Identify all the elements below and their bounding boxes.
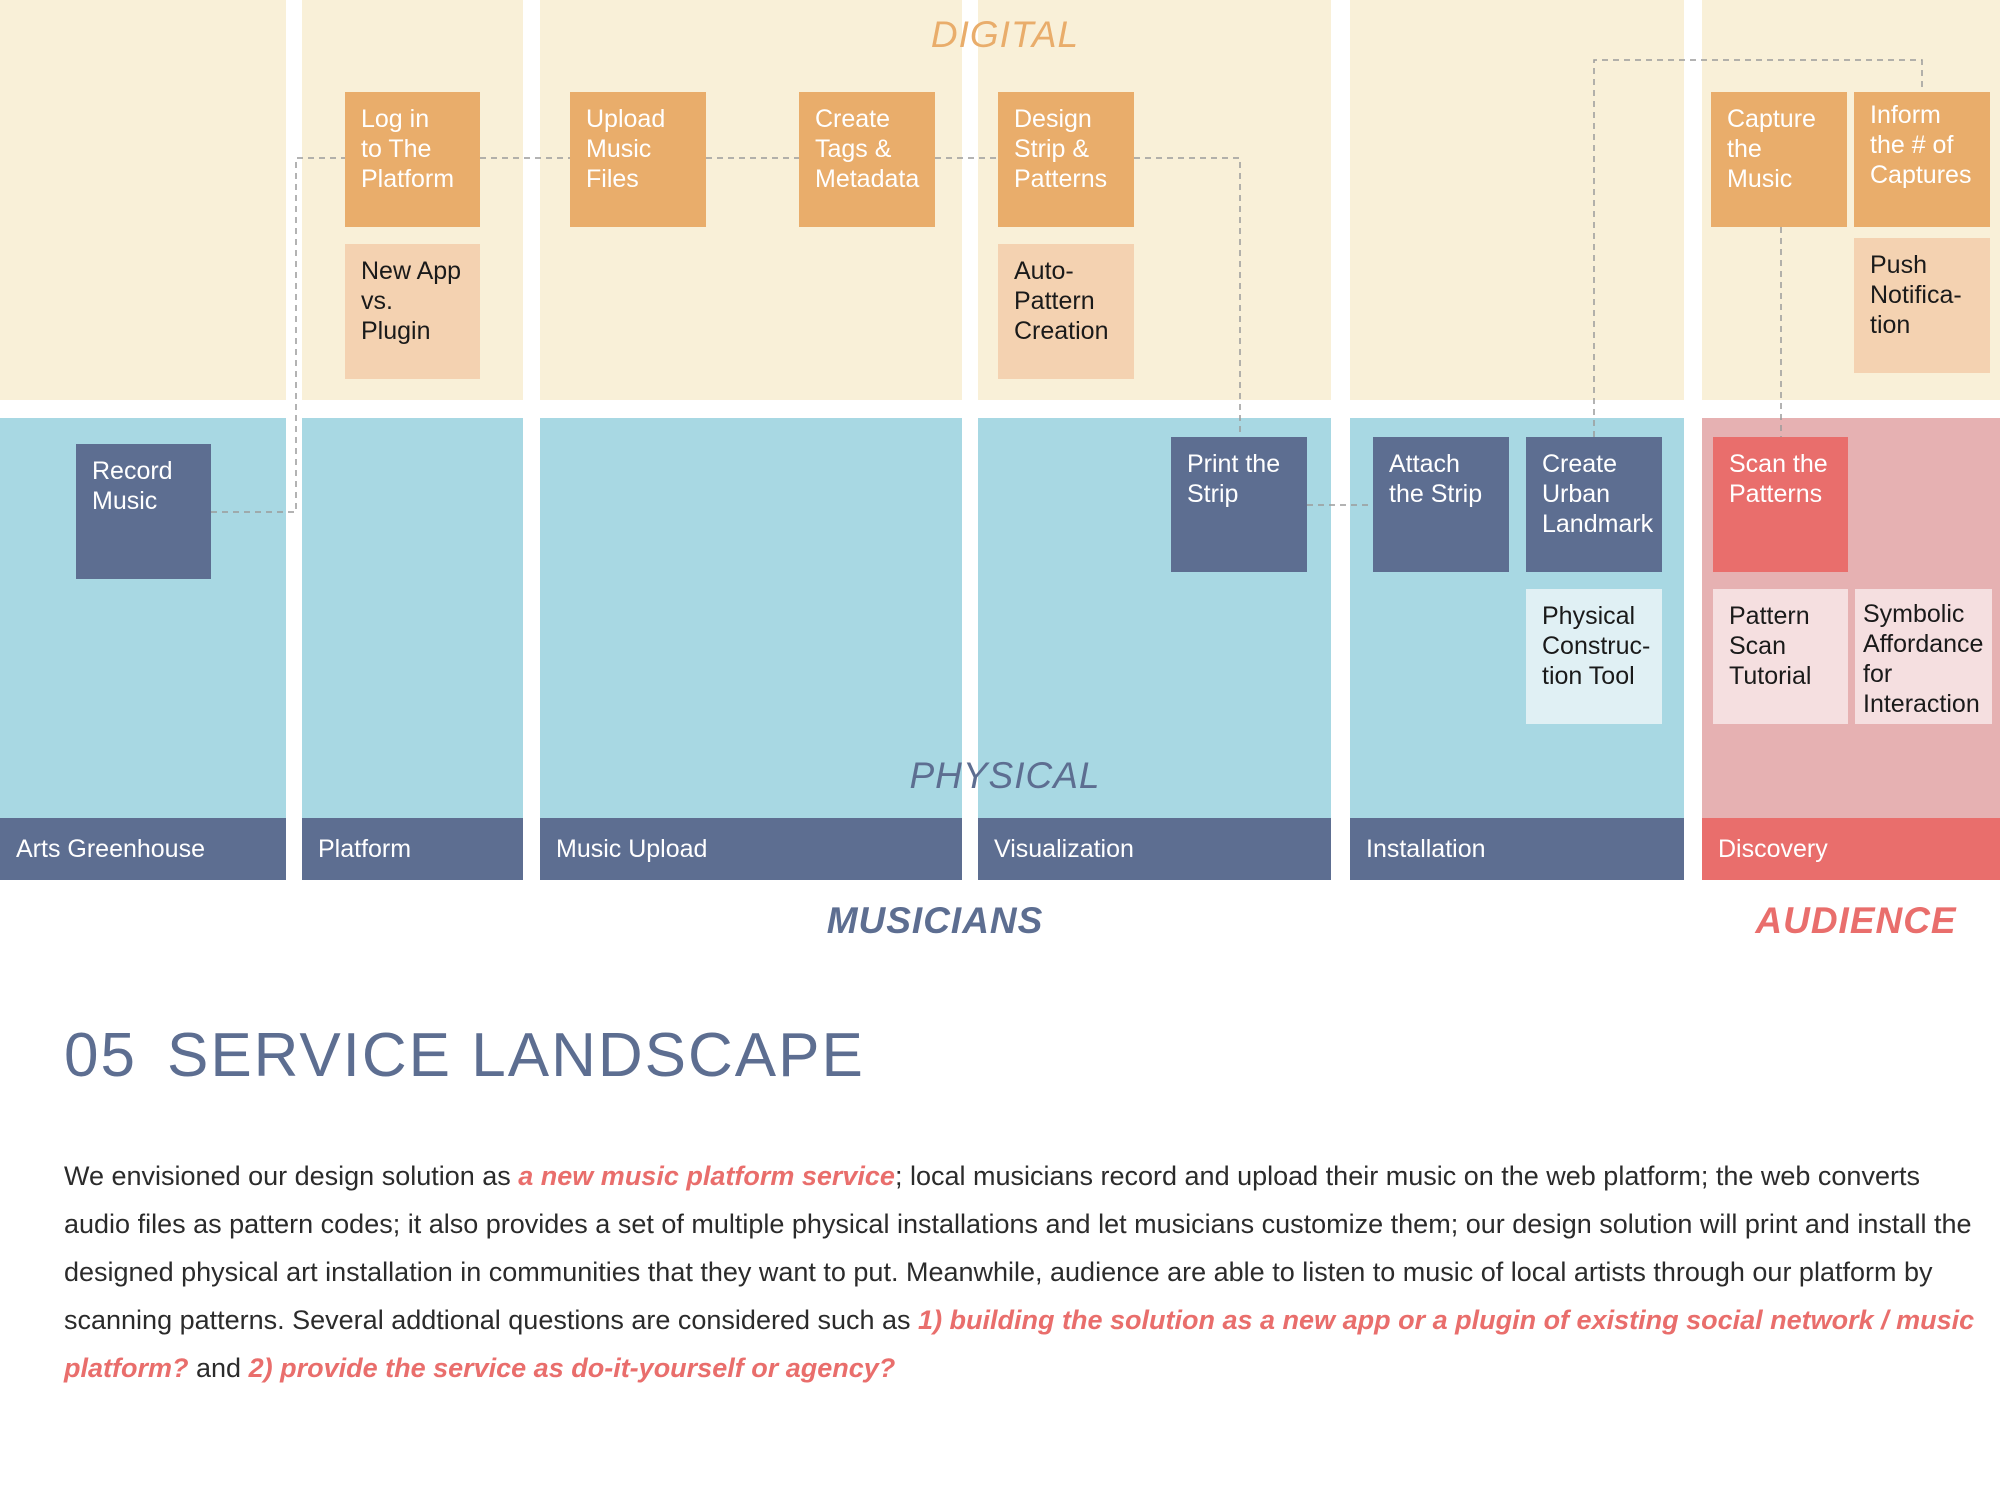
card-pattern-scan-tutorial: Pattern Scan Tutorial	[1713, 589, 1848, 724]
card-push-notification: Push Notifica- tion	[1854, 238, 1990, 373]
stage-platform: Platform	[302, 818, 523, 880]
card-design-strip: Design Strip & Patterns	[998, 92, 1134, 227]
card-inform-captures: Inform the # of Captures	[1854, 92, 1990, 227]
connector-record-to-login	[211, 157, 345, 513]
description-paragraph: We envisioned our design solution as a n…	[64, 1152, 1984, 1392]
card-auto-pattern: Auto- Pattern Creation	[998, 244, 1134, 379]
card-create-urban-landmark: Create Urban Landmark	[1526, 437, 1662, 572]
card-capture-music: Capture the Music	[1711, 92, 1847, 227]
paragraph-highlight-1: a new music platform service	[518, 1161, 895, 1191]
digital-zone-arts-greenhouse	[0, 0, 286, 400]
physical-zone-platform	[302, 418, 523, 818]
card-attach-strip: Attach the Strip	[1373, 437, 1509, 572]
group-label-musicians: MUSICIANS	[826, 900, 1044, 941]
section-heading: 05 SERVICE LANDSCAPE	[64, 1020, 865, 1091]
section-number: 05	[64, 1021, 137, 1090]
card-physical-construction-tool: Physical Construc- tion Tool	[1526, 589, 1662, 724]
paragraph-highlight-3: 2) provide the service as do-it-yourself…	[248, 1353, 896, 1383]
card-scan-patterns: Scan the Patterns	[1713, 437, 1848, 572]
section-title: SERVICE LANDSCAPE	[166, 1021, 865, 1090]
stage-arts-greenhouse: Arts Greenhouse	[0, 818, 286, 880]
card-create-tags: Create Tags & Metadata	[799, 92, 935, 227]
physical-zone-music-upload	[540, 418, 962, 818]
layer-label-digital: DIGITAL	[930, 14, 1080, 55]
connector-landmark-to-inform	[1593, 59, 1923, 437]
paragraph-text-1: We envisioned our design solution as	[64, 1161, 519, 1191]
flow-connectors	[211, 59, 1923, 513]
stage-installation: Installation	[1350, 818, 1684, 880]
paragraph-text-3: and	[188, 1353, 249, 1383]
paragraph-highlight-2: 1) building the solution as a new app or…	[64, 1305, 1975, 1383]
layer-label-physical: PHYSICAL	[909, 755, 1101, 796]
card-upload-music: Upload Music Files	[570, 92, 706, 227]
card-record-music: Record Music	[76, 444, 211, 579]
stage-music-upload: Music Upload	[540, 818, 962, 880]
group-label-audience: AUDIENCE	[1755, 900, 1957, 941]
connector-design-to-print	[1134, 157, 1241, 437]
stage-discovery: Discovery	[1702, 818, 2000, 880]
digital-zone-installation	[1350, 0, 1684, 400]
card-new-app-vs-plugin: New App vs. Plugin	[345, 244, 480, 379]
stage-visualization: Visualization	[978, 818, 1331, 880]
card-symbolic-affordance: Symbolic Affordance for Interaction	[1855, 589, 1992, 724]
card-print-strip: Print the Strip	[1171, 437, 1307, 572]
paragraph-text-2: ; local musicians record and upload thei…	[64, 1161, 1972, 1335]
card-log-in: Log in to The Platform	[345, 92, 480, 227]
